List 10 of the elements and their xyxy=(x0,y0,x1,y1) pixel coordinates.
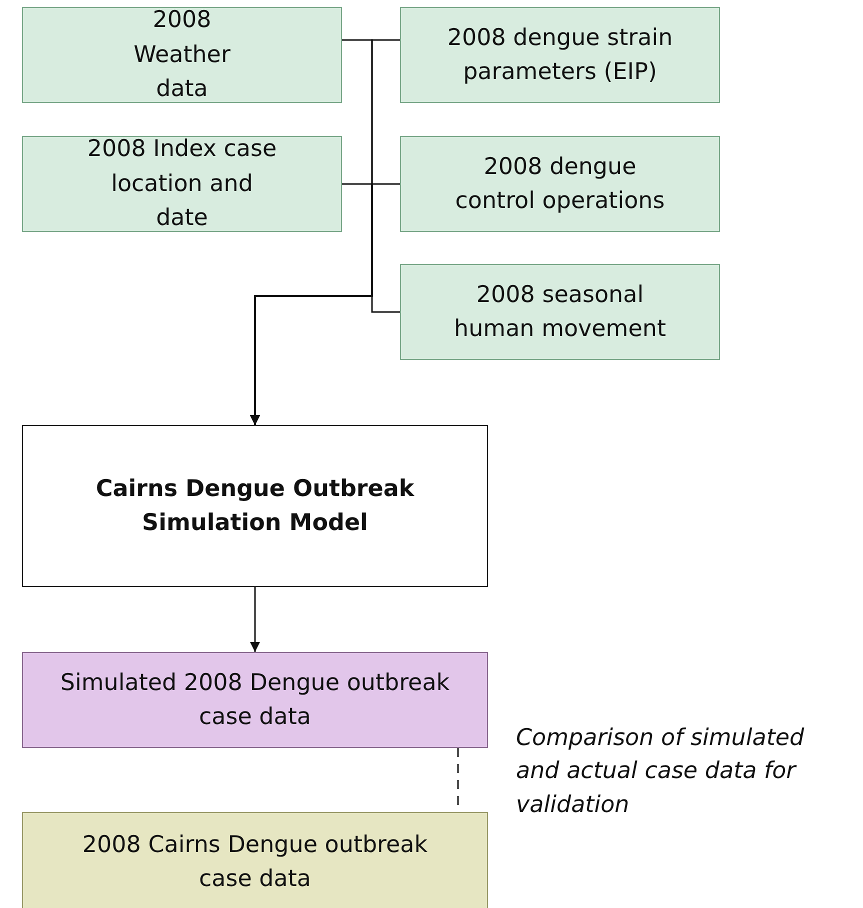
input-box: 2008 seasonal human movement xyxy=(400,264,720,360)
input-box: 2008 Weather data xyxy=(22,7,342,103)
model-box: Cairns Dengue Outbreak Simulation Model xyxy=(22,425,488,587)
input-box: 2008 dengue control operations xyxy=(400,136,720,232)
output-box: Simulated 2008 Dengue outbreak case data xyxy=(22,652,488,748)
data-box: 2008 Cairns Dengue outbreak case data xyxy=(22,812,488,908)
arrow xyxy=(250,587,260,652)
input-box: 2008 Index case location and date xyxy=(22,136,342,232)
arrow xyxy=(250,295,400,425)
input-box: 2008 dengue strain parameters (EIP) xyxy=(400,7,720,103)
